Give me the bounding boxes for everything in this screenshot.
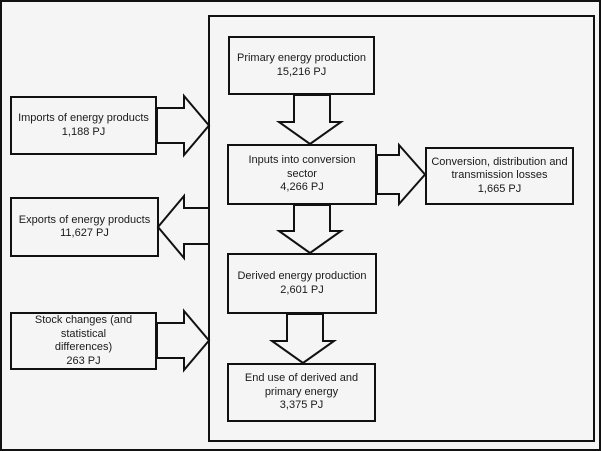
box-label: Conversion, distribution and transmissio… [431,155,568,182]
box-label: End use of derived and primary energy [244,372,359,398]
arrow-conversion-sector-to-exports [156,193,210,261]
box-value: 1,665 PJ [477,182,522,195]
box-primary-energy-production: Primary energy production 15,216 PJ [228,36,375,95]
arrow-derived-to-enduse [268,313,338,365]
box-inputs-into-conversion-sector: Inputs into conversion sector 4,266 PJ [227,144,377,205]
box-conversion-distribution-transmission-losses: Conversion, distribution and transmissio… [425,147,574,205]
box-label: Imports of energy products [18,112,149,124]
box-value: 11,627 PJ [60,227,109,239]
box-label: Derived energy production [237,270,367,282]
arrow-stock-to-conversion-sector [156,308,211,373]
box-value: 2,601 PJ [280,283,324,296]
box-end-use-of-energy: End use of derived and primary energy 3,… [227,363,376,422]
box-value: 263 PJ [66,354,101,367]
box-stock-changes: Stock changes (and statistical differenc… [10,312,157,370]
box-label: Inputs into conversion sector [248,154,356,180]
arrow-imports-to-conversion-sector [156,93,211,158]
box-value: 15,216 PJ [276,65,327,78]
box-imports-of-energy-products: Imports of energy products 1,188 PJ [10,96,157,155]
box-label: Primary energy production [236,52,366,64]
box-value: 3,375 PJ [279,399,324,412]
box-value: 1,188 PJ [61,125,106,138]
arrow-inputs-to-derived [275,204,345,255]
box-derived-energy-production: Derived energy production 2,601 PJ [227,253,377,314]
arrow-primary-to-inputs [275,94,345,146]
box-label: Stock changes (and statistical differenc… [34,314,133,353]
box-value: 4,266 PJ [280,181,324,194]
box-exports-of-energy-products: Exports of energy products 11,627 PJ [10,197,159,257]
box-label: Exports of energy products [18,213,151,226]
arrow-inputs-to-losses [376,142,427,207]
